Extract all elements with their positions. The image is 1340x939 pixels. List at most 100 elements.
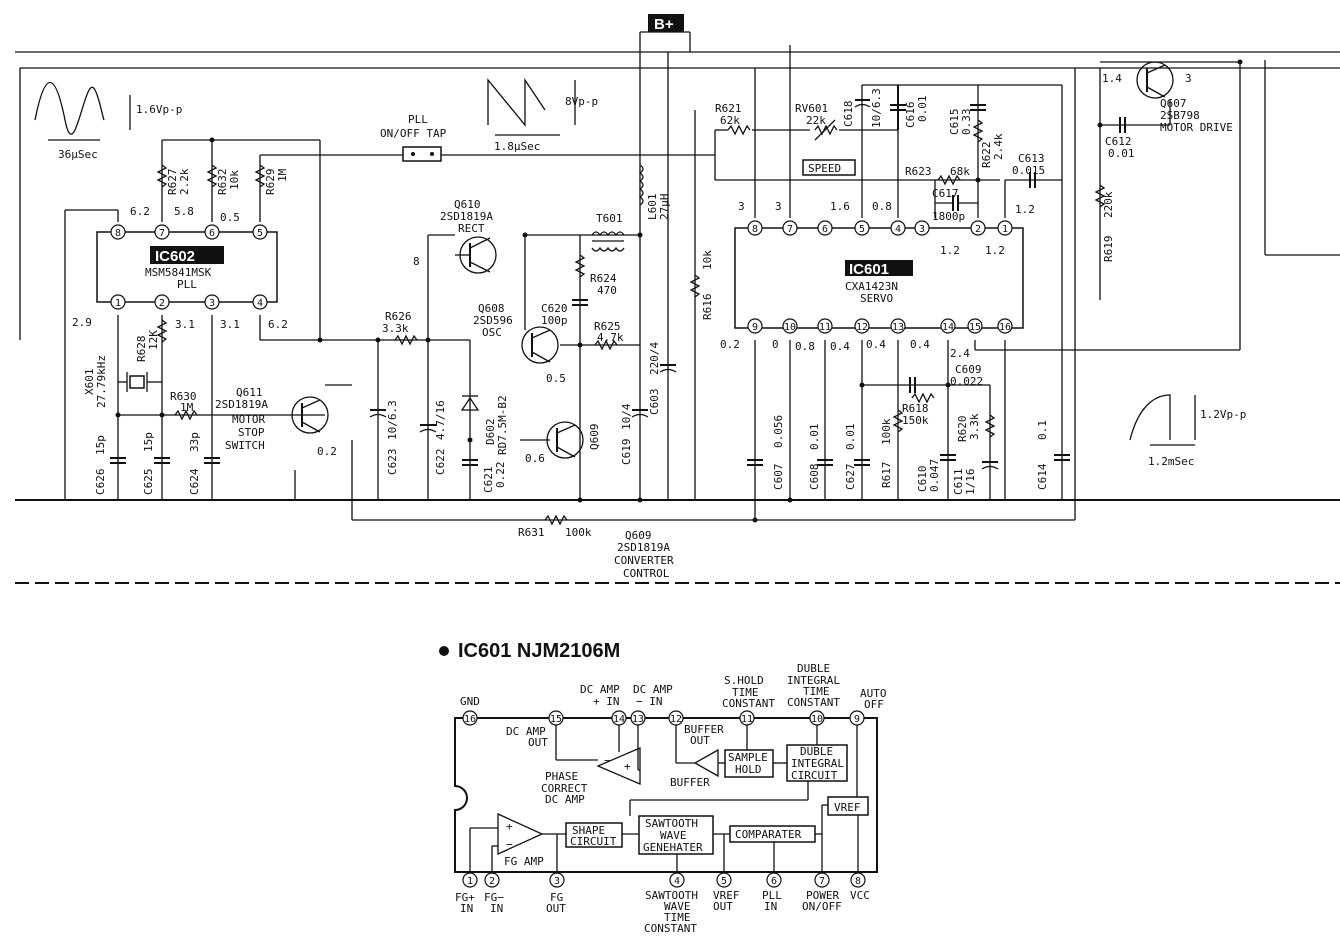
svg-text:1.6Vp-p: 1.6Vp-p xyxy=(136,103,182,116)
transistors: Q610 2SD1819A RECT Q608 2SD596 OSC Q609 … xyxy=(215,61,1233,580)
svg-text:C619: C619 xyxy=(620,439,633,466)
svg-text:3.1: 3.1 xyxy=(175,318,195,331)
svg-text:C612: C612 xyxy=(1105,135,1132,148)
svg-text:AUTO: AUTO xyxy=(860,687,887,700)
svg-text:FG+: FG+ xyxy=(455,891,475,904)
svg-text:−: − xyxy=(506,838,513,851)
svg-text:4: 4 xyxy=(895,224,901,235)
other-parts: X601 27.79kHz D602 RD7.5M-B2 T601 L601 2… xyxy=(83,159,856,455)
svg-text:Q611: Q611 xyxy=(236,386,263,399)
svg-text:2: 2 xyxy=(159,298,165,309)
svg-text:0.8: 0.8 xyxy=(872,200,892,213)
svg-text:CORRECT: CORRECT xyxy=(541,782,588,795)
svg-text:IC601 NJM2106M: IC601 NJM2106M xyxy=(458,640,620,662)
block-diagram-title: IC601 NJM2106M xyxy=(439,640,620,662)
svg-text:0.4: 0.4 xyxy=(866,338,886,351)
svg-text:C611: C611 xyxy=(952,469,965,496)
svg-text:INTEGRAL: INTEGRAL xyxy=(791,757,844,770)
svg-text:27.79kHz: 27.79kHz xyxy=(95,355,108,408)
svg-text:SHAPE: SHAPE xyxy=(572,824,605,837)
svg-text:VCC: VCC xyxy=(850,889,870,902)
svg-text:8Vp-p: 8Vp-p xyxy=(565,95,598,108)
svg-text:0.22: 0.22 xyxy=(494,462,507,489)
svg-text:CONVERTER: CONVERTER xyxy=(614,554,674,567)
svg-text:VREF: VREF xyxy=(834,801,861,814)
svg-text:0.2: 0.2 xyxy=(317,445,337,458)
node-voltages: 8 0.5 0.6 0.2 1.4 3 xyxy=(317,72,1192,465)
svg-text:C623: C623 xyxy=(386,449,399,476)
svg-text:C620: C620 xyxy=(541,302,568,315)
svg-text:6.2: 6.2 xyxy=(130,205,150,218)
svg-text:1800p: 1800p xyxy=(932,210,965,223)
svg-text:ON/OFF TAP: ON/OFF TAP xyxy=(380,127,447,140)
svg-text:4.7k: 4.7k xyxy=(597,331,624,344)
svg-text:DC AMP: DC AMP xyxy=(633,683,673,696)
svg-text:C607: C607 xyxy=(772,464,785,491)
svg-text:0.4: 0.4 xyxy=(910,338,930,351)
svg-text:16: 16 xyxy=(464,714,476,725)
svg-text:15p: 15p xyxy=(94,435,107,455)
block-diagram-labels: GND DC AMP OUT DC AMP + IN DC AMP − IN B… xyxy=(455,662,887,935)
svg-text:C627: C627 xyxy=(844,464,857,491)
svg-text:R630: R630 xyxy=(170,390,197,403)
svg-text:R629: R629 xyxy=(264,169,277,196)
svg-text:4: 4 xyxy=(674,876,680,887)
waveform-q607: 1.2Vp-p 1.2mSec xyxy=(1129,394,1246,468)
svg-text:8: 8 xyxy=(752,224,758,235)
svg-text:0.5: 0.5 xyxy=(546,372,566,385)
svg-text:Q610: Q610 xyxy=(454,198,481,211)
svg-text:1: 1 xyxy=(467,876,473,887)
svg-text:10k: 10k xyxy=(228,170,241,190)
svg-text:2.4k: 2.4k xyxy=(992,133,1005,160)
svg-text:DUBLE: DUBLE xyxy=(797,662,830,675)
svg-text:8: 8 xyxy=(855,876,861,887)
svg-text:R617: R617 xyxy=(880,462,893,489)
svg-text:GND: GND xyxy=(460,695,480,708)
svg-text:15: 15 xyxy=(550,714,562,725)
svg-text:9: 9 xyxy=(854,714,860,725)
svg-text:0.4: 0.4 xyxy=(830,340,850,353)
svg-text:C614: C614 xyxy=(1036,463,1049,490)
supply-tag: B+ xyxy=(648,14,684,33)
svg-text:7: 7 xyxy=(787,224,793,235)
svg-text:3: 3 xyxy=(775,200,782,213)
resistors: R627 2.2k R632 10k R629 1M R628 12K R630… xyxy=(135,102,1115,539)
svg-text:IN: IN xyxy=(490,902,503,915)
svg-text:CONSTANT: CONSTANT xyxy=(787,696,840,709)
svg-text:3.1: 3.1 xyxy=(220,318,240,331)
svg-text:C603: C603 xyxy=(648,389,661,416)
svg-text:C626: C626 xyxy=(94,469,107,496)
svg-text:WAVE: WAVE xyxy=(660,829,687,842)
svg-text:FG AMP: FG AMP xyxy=(504,855,544,868)
svg-text:CONSTANT: CONSTANT xyxy=(644,922,697,935)
svg-text:0.015: 0.015 xyxy=(1012,164,1045,177)
svg-text:0.01: 0.01 xyxy=(844,424,857,451)
svg-text:12: 12 xyxy=(670,714,682,725)
svg-text:IC602: IC602 xyxy=(155,248,195,265)
svg-text:R626: R626 xyxy=(385,310,412,323)
svg-text:RECT: RECT xyxy=(458,222,485,235)
svg-text:220/4: 220/4 xyxy=(648,342,661,375)
svg-text:6.2: 6.2 xyxy=(268,318,288,331)
svg-text:D602: D602 xyxy=(484,419,497,446)
svg-text:150k: 150k xyxy=(902,414,929,427)
svg-text:VREF: VREF xyxy=(713,889,740,902)
svg-text:SPEED: SPEED xyxy=(808,162,841,175)
svg-text:3: 3 xyxy=(209,298,215,309)
svg-text:10: 10 xyxy=(784,322,796,333)
svg-text:9: 9 xyxy=(752,322,758,333)
svg-text:12: 12 xyxy=(856,322,868,333)
svg-text:4: 4 xyxy=(257,298,263,309)
svg-text:SAWTOOTH: SAWTOOTH xyxy=(645,817,698,830)
svg-text:DC AMP: DC AMP xyxy=(545,793,585,806)
svg-text:0.5: 0.5 xyxy=(220,211,240,224)
svg-text:27µH: 27µH xyxy=(658,194,671,221)
svg-text:OUT: OUT xyxy=(546,902,566,915)
svg-text:+: + xyxy=(624,760,631,773)
svg-text:1M: 1M xyxy=(180,401,194,414)
svg-text:0.6: 0.6 xyxy=(525,452,545,465)
svg-text:7: 7 xyxy=(159,228,165,239)
svg-text:C610: C610 xyxy=(916,466,929,493)
svg-text:13: 13 xyxy=(892,322,904,333)
svg-text:WAVE: WAVE xyxy=(664,900,691,913)
